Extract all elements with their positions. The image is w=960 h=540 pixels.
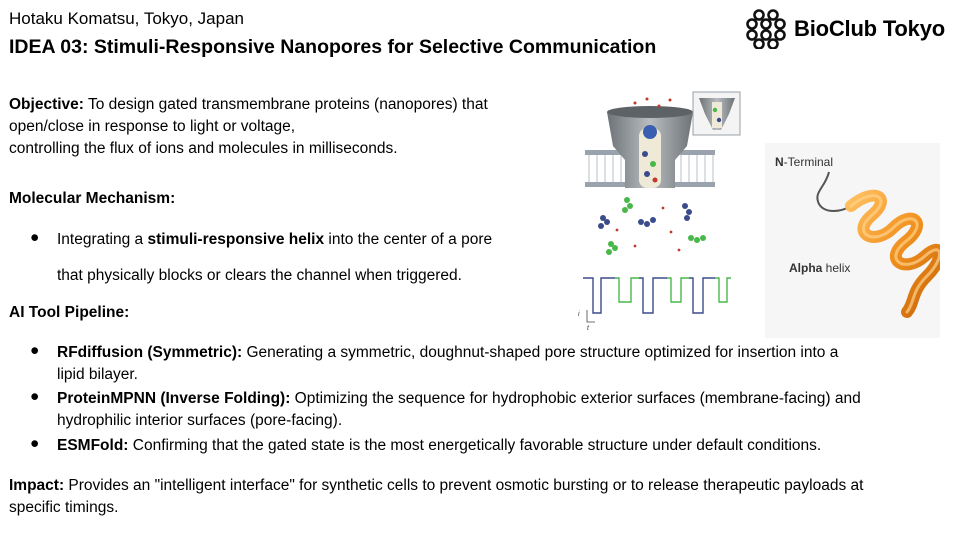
objective-label: Objective:	[9, 96, 84, 113]
pipeline-item-rfdiffusion: RFdiffusion (Symmetric): Generating a sy…	[57, 344, 839, 383]
mechanism-bullet: ●	[30, 229, 40, 246]
pipeline-bullet: ●	[30, 435, 40, 452]
objective-line2: open/close in response to light or volta…	[9, 118, 296, 135]
mechanism-heading: Molecular Mechanism:	[9, 190, 176, 207]
mechanism-item-line1: Integrating a stimuli-responsive helix i…	[57, 231, 493, 248]
n-terminal-tail	[816, 171, 852, 212]
molecules-below	[598, 197, 706, 255]
bioclub-logo-text: BioClub Tokyo	[794, 16, 945, 41]
mechanism-item-line2: that physically blocks or clears the cha…	[57, 267, 462, 284]
impact-line1: Provides an "intelligent interface" for …	[64, 477, 864, 494]
slide-title: IDEA 03: Stimuli-Responsive Nanopores fo…	[9, 36, 657, 58]
bioclub-logo: BioClub Tokyo	[744, 9, 945, 49]
pipeline-item-esmfold: ESMFold: Confirming that the gated state…	[57, 437, 822, 454]
objective-paragraph: Objective: To design gated transmembrane…	[9, 94, 488, 160]
n-terminal-label: N-Terminal	[775, 155, 833, 169]
alpha-helix-label: Alpha helix	[789, 261, 850, 275]
author-line: Hotaku Komatsu, Tokyo, Japan	[9, 9, 244, 28]
current-trace	[583, 277, 731, 323]
pipeline-heading: AI Tool Pipeline:	[9, 304, 130, 321]
nanopore-figure: i t N-Terminal Alpha helix	[578, 91, 940, 338]
bioclub-logo-icon	[746, 9, 786, 49]
pipeline-bullet: ●	[30, 388, 40, 405]
trace-axis-t: t	[587, 325, 590, 332]
ions-above	[633, 97, 672, 108]
impact-paragraph: Impact: Provides an "intelligent interfa…	[9, 475, 863, 519]
pipeline-bullet: ●	[30, 342, 40, 359]
objective-line3: controlling the flux of ions and molecul…	[9, 140, 398, 157]
nanopore-protein	[607, 106, 693, 188]
impact-line2: specific timings.	[9, 499, 119, 516]
pore-inset	[692, 91, 741, 136]
trace-axis-i: i	[578, 311, 580, 318]
pipeline-item-proteinmpnn: ProteinMPNN (Inverse Folding): Optimizin…	[57, 390, 861, 429]
impact-label: Impact:	[9, 477, 65, 494]
alpha-helix	[845, 189, 940, 318]
objective-line1: To design gated transmembrane proteins (…	[83, 96, 488, 113]
